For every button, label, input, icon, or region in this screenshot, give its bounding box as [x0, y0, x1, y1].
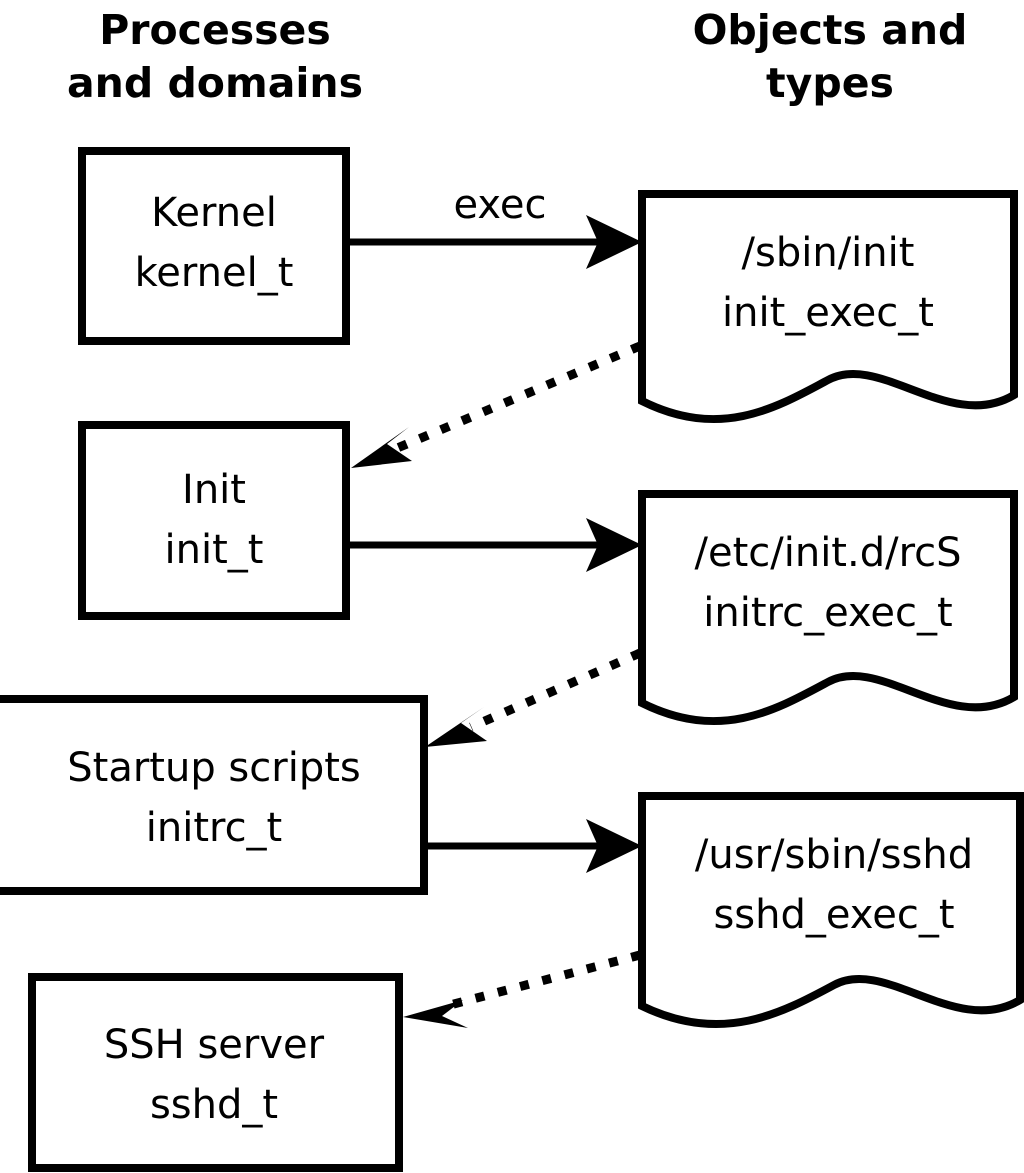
node-init-line1: Init: [182, 467, 246, 513]
edge-sbin-init-to-init: [351, 341, 642, 468]
edge-kernel-to-sbin-init-arrowhead: [586, 215, 642, 269]
node-ssh-server-line2: sshd_t: [150, 1082, 278, 1128]
column-header-objects-line1: Objects and: [693, 6, 968, 54]
node-kernel[interactable]: Kernel kernel_t: [78, 147, 350, 345]
node-usr-sbin-sshd-line1: /usr/sbin/sshd: [695, 832, 973, 878]
node-etc-initd-rcs-line1: /etc/init.d/rcS: [694, 530, 961, 576]
node-ssh-server-box[interactable]: [28, 973, 403, 1172]
edge-label-exec: exec: [454, 182, 547, 228]
node-etc-initd-rcs[interactable]: /etc/init.d/rcS initrc_exec_t: [638, 490, 1018, 726]
node-ssh-server-line1: SSH server: [104, 1022, 325, 1068]
edge-usr-sbin-sshd-to-ssh-server-arrowhead: [403, 1000, 468, 1028]
edge-etc-initd-rcs-to-startup-scripts: [425, 648, 642, 747]
edge-sbin-init-to-init-line: [393, 341, 642, 454]
node-sbin-init-line2: init_exec_t: [722, 290, 934, 336]
node-etc-initd-rcs-document[interactable]: [638, 490, 1018, 726]
edge-etc-initd-rcs-to-startup-scripts-line: [469, 648, 642, 732]
edge-init-to-etc-initd-rcs-arrowhead: [586, 518, 642, 572]
edge-startup-scripts-to-usr-sbin-sshd: [424, 819, 642, 873]
node-sbin-init[interactable]: /sbin/init init_exec_t: [638, 190, 1018, 424]
node-ssh-server[interactable]: SSH server sshd_t: [28, 973, 403, 1172]
node-init-box[interactable]: [78, 421, 350, 620]
node-init[interactable]: Init init_t: [78, 421, 350, 620]
edge-startup-scripts-to-usr-sbin-sshd-arrowhead: [586, 819, 642, 873]
node-kernel-line2: kernel_t: [135, 250, 294, 296]
node-startup-scripts-line1: Startup scripts: [67, 745, 360, 791]
node-startup-scripts-line2: initrc_t: [146, 805, 283, 851]
column-header-processes-line2: and domains: [67, 59, 363, 107]
edge-etc-initd-rcs-to-startup-scripts-arrowhead: [425, 707, 487, 747]
column-header-objects: Objects and types: [693, 6, 968, 107]
node-kernel-line1: Kernel: [151, 190, 277, 236]
edge-kernel-to-sbin-init: exec: [346, 182, 642, 269]
node-startup-scripts[interactable]: Startup scripts initrc_t: [0, 695, 428, 895]
node-usr-sbin-sshd-line2: sshd_exec_t: [713, 892, 954, 938]
column-header-processes-line1: Processes: [99, 6, 331, 54]
edge-usr-sbin-sshd-to-ssh-server: [403, 950, 642, 1028]
edge-sbin-init-to-init-arrowhead: [351, 427, 412, 468]
column-header-objects-line2: types: [766, 59, 894, 107]
node-startup-scripts-box[interactable]: [0, 695, 428, 895]
node-etc-initd-rcs-line2: initrc_exec_t: [703, 590, 952, 636]
node-kernel-box[interactable]: [78, 147, 350, 345]
node-sbin-init-line1: /sbin/init: [742, 230, 915, 276]
edge-init-to-etc-initd-rcs: [346, 518, 642, 572]
node-usr-sbin-sshd-document[interactable]: [638, 792, 1024, 1029]
column-header-processes: Processes and domains: [67, 6, 363, 107]
node-sbin-init-document[interactable]: [638, 190, 1018, 424]
edge-usr-sbin-sshd-to-ssh-server-line: [448, 950, 642, 1010]
node-init-line2: init_t: [165, 527, 264, 573]
node-usr-sbin-sshd[interactable]: /usr/sbin/sshd sshd_exec_t: [638, 792, 1024, 1029]
